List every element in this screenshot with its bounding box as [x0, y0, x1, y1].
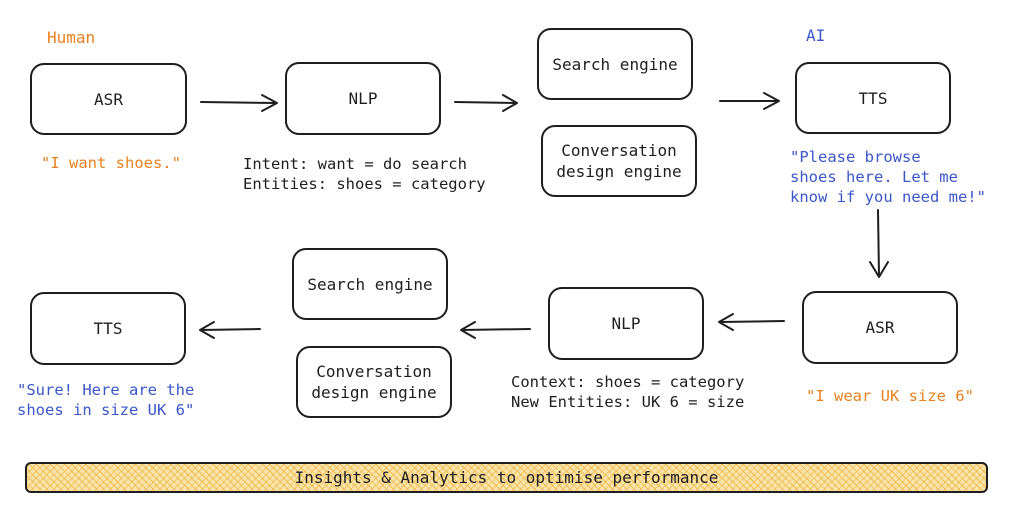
arrow-asr-to-nlp [200, 94, 278, 112]
ai-label: AI [806, 26, 826, 45]
search-engine-box-1: Search engine [537, 28, 693, 100]
conversation-engine-box-1: Conversation design engine [541, 125, 697, 197]
insights-banner-label: Insights & Analytics to optimise perform… [294, 468, 719, 487]
asr-box-1-label: ASR [94, 89, 123, 109]
user-quote-2: "I wear UK size 6" [806, 387, 974, 405]
nlp-output-2: Context: shoes = category New Entities: … [511, 373, 745, 411]
conversation-engine-box-1-label: Conversation design engine [556, 141, 682, 181]
human-label: Human [47, 28, 96, 47]
arrow-engines-to-tts-2 [199, 321, 261, 339]
arrow-down-to-asr [869, 209, 889, 278]
tts-box-1: TTS [795, 62, 951, 134]
nlp-box-2-label: NLP [611, 314, 641, 333]
nlp-box-1-label: NLP [348, 89, 378, 108]
ai-quote-1: "Please browse shoes here. Let me know i… [790, 148, 986, 206]
tts-box-2-label: TTS [93, 319, 123, 338]
asr-box-2: ASR [802, 291, 958, 364]
conversation-engine-box-2-label: Conversation design engine [311, 362, 437, 402]
search-engine-box-2-label: Search engine [307, 274, 433, 294]
arrow-engines-to-tts [719, 92, 780, 110]
tts-box-1-label: TTS [858, 88, 888, 108]
arrow-nlp-to-engines-2 [460, 321, 531, 339]
nlp-output-1: Intent: want = do search Entities: shoes… [243, 155, 486, 193]
user-quote-1: "I want shoes." [41, 154, 181, 172]
ai-quote-2: "Sure! Here are the shoes in size UK 6" [17, 381, 195, 419]
arrow-nlp-to-engines [454, 94, 518, 112]
arrow-asr-to-nlp-2 [718, 313, 785, 331]
conversation-engine-box-2: Conversation design engine [296, 346, 452, 418]
search-engine-box-1-label: Search engine [552, 54, 678, 74]
insights-banner: Insights & Analytics to optimise perform… [25, 462, 988, 493]
tts-box-2: TTS [30, 292, 186, 365]
search-engine-box-2: Search engine [292, 248, 448, 320]
asr-box-2-label: ASR [865, 318, 895, 337]
asr-box-1: ASR [30, 63, 187, 135]
nlp-box-2: NLP [548, 287, 704, 360]
nlp-box-1: NLP [285, 62, 441, 135]
